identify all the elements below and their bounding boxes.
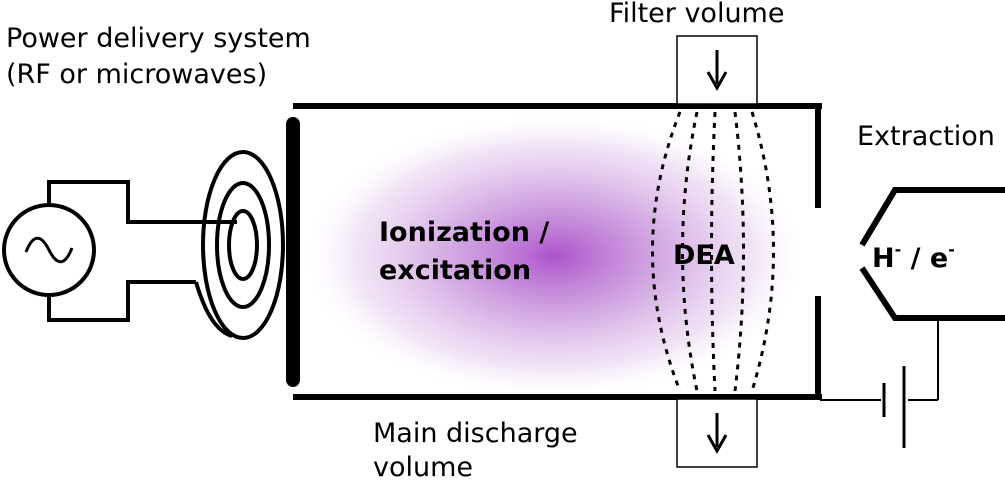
rf-coil-icon bbox=[194, 150, 285, 340]
species-h-charge: - bbox=[895, 240, 902, 259]
filter-field-lines bbox=[651, 111, 775, 392]
bias-circuit bbox=[820, 318, 939, 401]
extraction-electrodes bbox=[859, 187, 1005, 321]
source-wiring bbox=[47, 180, 237, 322]
main-discharge-label-line1: Main discharge bbox=[373, 418, 578, 449]
filter-box-bottom bbox=[676, 398, 758, 468]
main-discharge-label-line2: volume bbox=[373, 452, 473, 480]
filter-box-top bbox=[676, 35, 758, 105]
filter-volume-label: Filter volume bbox=[609, 0, 784, 29]
down-arrow-icon bbox=[706, 413, 728, 455]
plasma-region bbox=[307, 116, 803, 396]
extraction-label: Extraction bbox=[857, 121, 995, 152]
dea-label: DEA bbox=[673, 240, 735, 271]
species-e-charge: - bbox=[948, 240, 955, 259]
discharge-chamber bbox=[286, 103, 822, 400]
ionization-label-line1: Ionization / bbox=[379, 217, 549, 248]
down-arrow-icon bbox=[706, 50, 728, 92]
dielectric-window bbox=[286, 117, 300, 387]
battery-icon bbox=[882, 366, 906, 448]
species-h: H bbox=[872, 243, 895, 274]
extracted-species-label: H- / e- bbox=[872, 240, 955, 274]
power-system-label-line2: (RF or microwaves) bbox=[6, 59, 267, 90]
ac-source-icon bbox=[2, 203, 96, 297]
species-separator: / e bbox=[901, 243, 948, 274]
ionization-label-line2: excitation bbox=[379, 255, 531, 286]
power-system-label-line1: Power delivery system bbox=[6, 23, 311, 54]
